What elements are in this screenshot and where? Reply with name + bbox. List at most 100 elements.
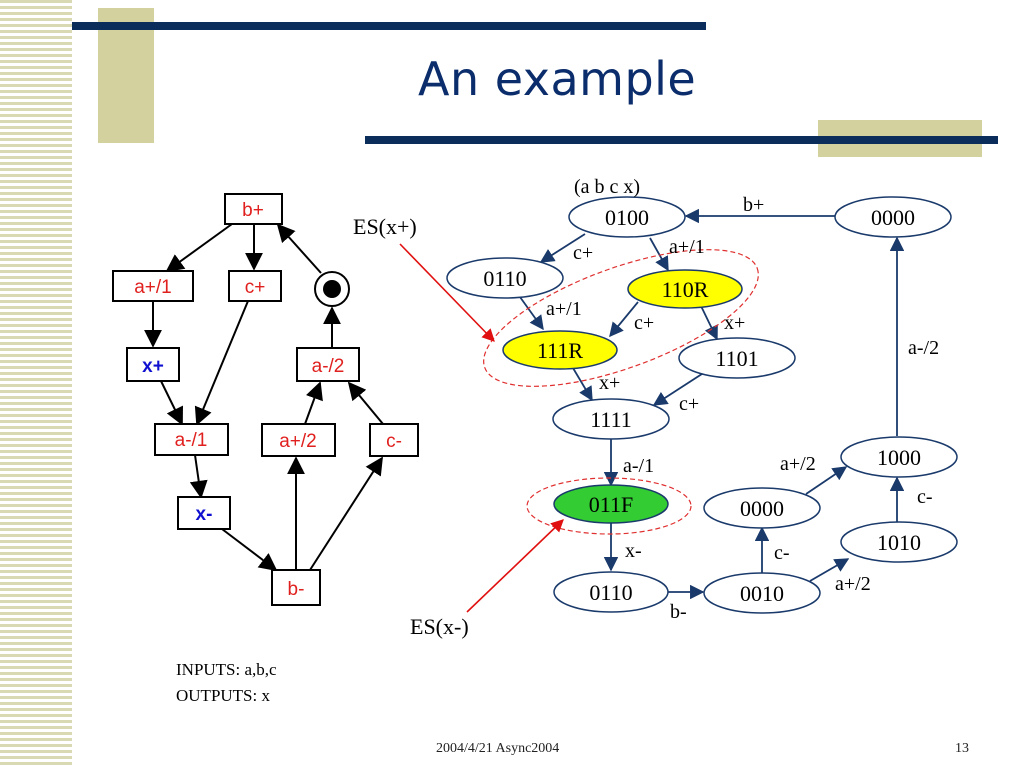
state-0000-top [834,196,952,238]
state-110R [627,269,743,309]
transition-box-cm [369,423,419,457]
state-label-110R: 110R [662,277,709,302]
edge-111R-1111 [572,367,593,402]
state-label-0010: 0010 [740,581,784,606]
state-graph-edges [519,208,905,600]
state-0000-mid [703,487,821,529]
transition-box-ap2 [261,423,336,457]
label-c-plus-1: c+ [573,242,593,264]
state-0110-bot [553,571,669,613]
transition-label-bp: b+ [242,200,264,221]
transition-box-ap1 [112,270,194,302]
arc-bm-cm [309,456,383,571]
edge-0110-111R [519,296,544,331]
es-x-minus-label: ES(x-) [410,614,469,639]
state-label-011F: 011F [589,492,633,517]
edge-110R-111R [609,301,639,338]
stg-initial-place [314,271,350,307]
transition-label-cm: c- [386,431,402,452]
state-label-0110-top: 0110 [483,266,526,291]
inputs-label: INPUTS: a,b,c [176,660,277,679]
state-label-1101: 1101 [715,346,758,371]
label-c-minus-mid: c- [774,542,790,564]
transition-box-am1 [154,423,229,456]
label-a-plus-1-left: a+/1 [546,298,582,320]
transition-label-am1: a-/1 [175,430,208,451]
es-annotations: ES(x+) ES(x-) [353,214,564,639]
arc-xp-am1 [160,380,183,426]
label-x-plus-mid: x+ [599,372,620,394]
edge-0100-110R [649,237,669,272]
arc-xm-bm [221,528,278,572]
es-x-minus-region [526,477,692,535]
title-bottom-rule [365,136,998,144]
label-a-plus-2-bot: a+/2 [835,573,871,595]
transition-label-am2: a-/2 [312,356,345,377]
state-label-0000-top: 0000 [871,205,915,230]
label-b-plus: b+ [743,194,764,216]
arc-cp-am1 [194,300,249,426]
edge-labels: (a b c x) b+ c+ a+/1 a+/1 c+ x+ x+ c+ a-… [546,176,939,623]
edge-0000-1000 [805,466,848,495]
transition-label-ap1: a+/1 [134,277,172,298]
es-x-plus-label: ES(x+) [353,214,417,239]
page-number: 13 [955,741,969,756]
transition-label-cp: c+ [245,277,266,298]
transition-box-cp [228,270,282,302]
edge-1101-1111 [652,371,706,406]
label-c-plus-2: c+ [634,312,654,334]
state-label-0110-bot: 0110 [589,580,632,605]
arc-am1-xm [189,454,208,499]
state-1111 [552,398,670,440]
es-x-plus-arrow [399,243,495,342]
transition-box-xp [126,347,180,382]
label-c-plus-3: c+ [679,393,699,415]
outputs-label: OUTPUTS: x [176,686,270,705]
arc-place-bp [276,223,322,274]
label-a-minus-1: a-/1 [623,455,654,477]
state-label-1111: 1111 [590,407,632,432]
transition-label-xp: x+ [142,356,164,377]
state-label-111R: 111R [537,338,583,363]
state-label-0000-mid: 0000 [740,496,784,521]
transition-label-bm: b- [288,579,305,600]
edge-0100-0110 [539,233,586,263]
state-1101 [678,337,796,379]
state-0010 [703,572,821,614]
state-label-0100: 0100 [605,205,649,230]
label-a-plus-1-top: a+/1 [669,236,705,258]
arc-bp-ap1 [165,223,233,273]
edge-110R-1101 [700,305,718,341]
label-a-minus-2: a-/2 [908,337,939,359]
decorative-stripes [0,0,72,768]
state-1000 [840,436,958,478]
token [323,280,341,298]
excitation-regions [483,249,759,535]
label-x-minus: x- [625,540,642,562]
state-nodes: 0100 0000 0110 110R 111R 1101 1111 011F … [446,196,958,614]
arc-ap2-am2 [304,381,323,425]
footer-date-event: 2004/4/21 Async2004 [436,741,560,756]
arc-cm-am2 [347,381,384,425]
title-top-rule [72,22,706,30]
state-011F [553,484,669,524]
state-label-1010: 1010 [877,530,921,555]
state-1010 [840,521,958,563]
transition-box-bm [271,569,321,606]
label-x-plus-right: x+ [724,312,745,334]
label-c-minus-right: c- [917,486,933,508]
transition-box-xm [177,496,231,530]
es-x-plus-region [483,249,759,387]
edge-0010-1010 [809,558,850,582]
state-0110-top [446,257,564,299]
state-label-1000: 1000 [877,445,921,470]
slide-title: An example [418,52,697,106]
transition-box-bp [224,193,283,225]
transition-box-am2 [296,347,360,382]
label-b-minus: b- [670,601,687,623]
title-accent-box [98,8,154,143]
transition-label-ap2: a+/2 [279,431,317,452]
stg-arcs [144,223,384,572]
stg-transitions: b+ a+/1 c+ x+ a-/2 a-/1 a+/2 c- x- b- [112,193,419,606]
state-0100 [568,196,686,238]
